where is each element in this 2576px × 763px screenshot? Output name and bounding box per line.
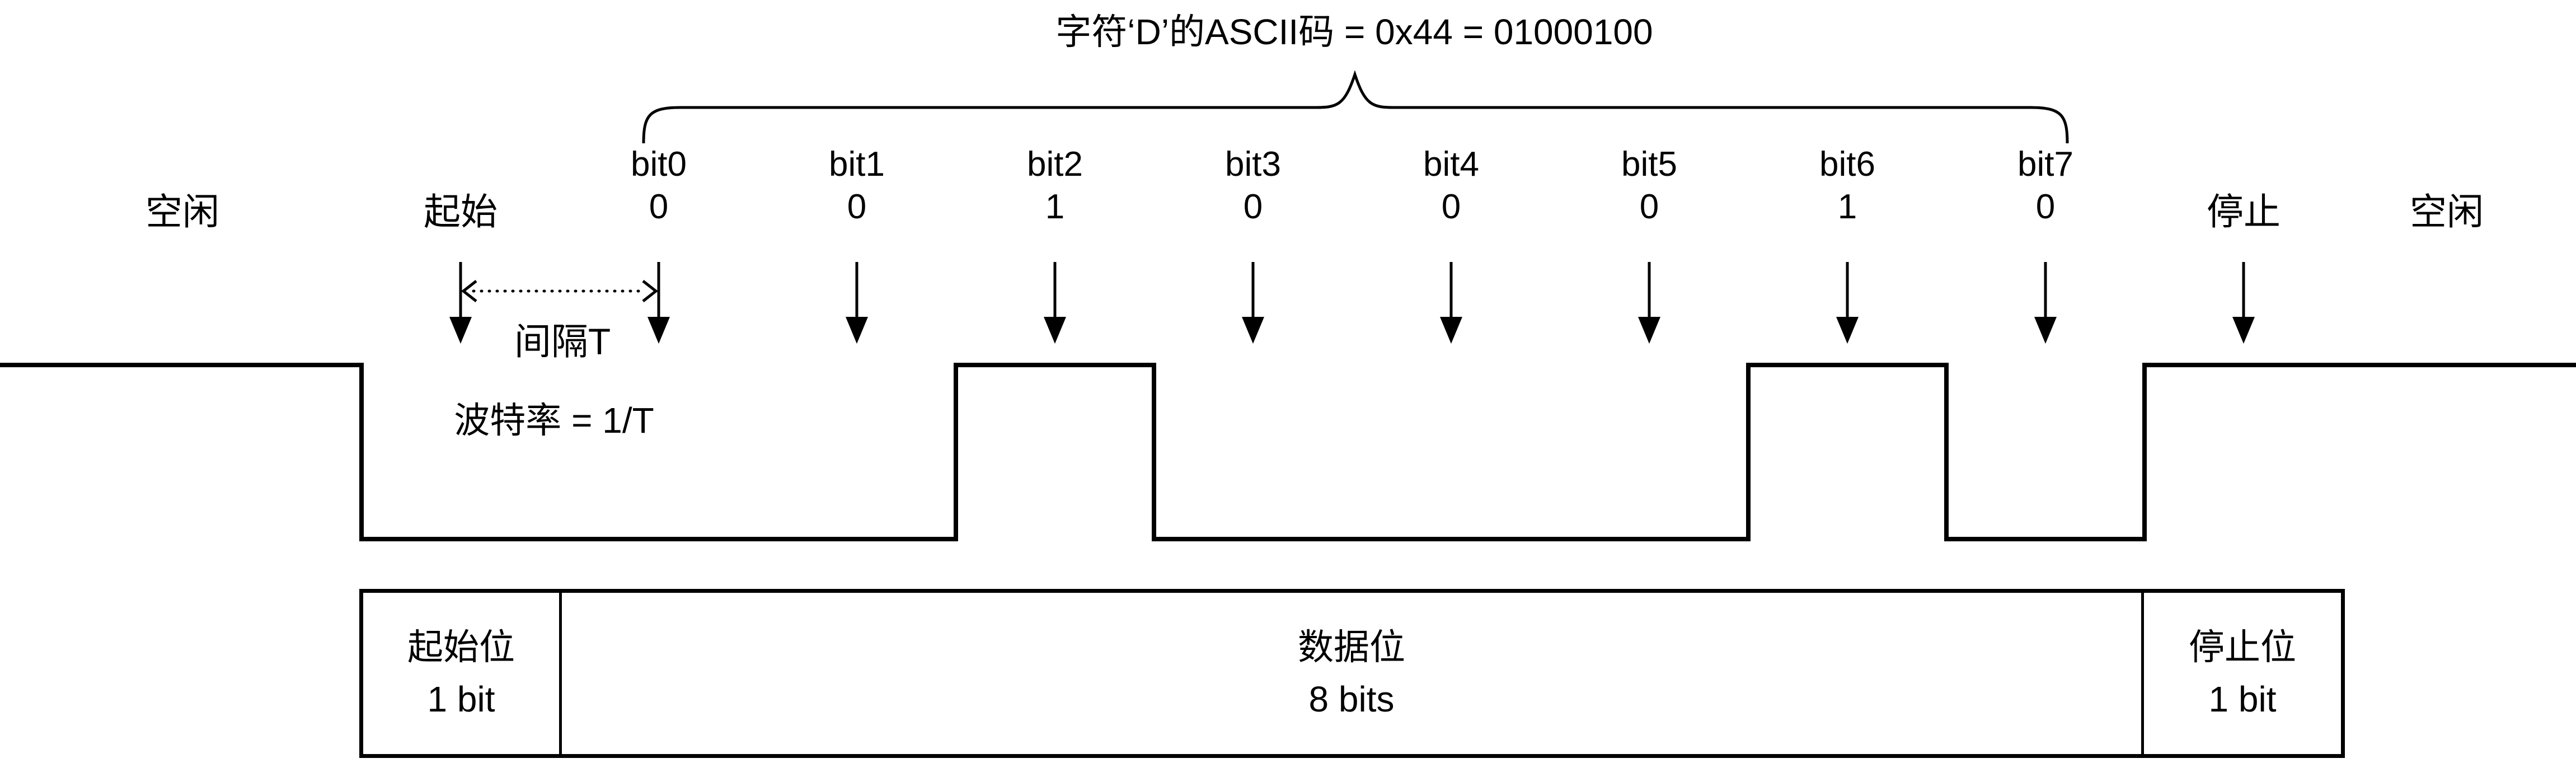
table-cell-stop-bit: 停止位 1 bit (2144, 593, 2341, 754)
bit7-value: 0 (2035, 188, 2056, 226)
table-cell-start-bit: 起始位 1 bit (363, 593, 562, 754)
down-arrow-bit0 (647, 262, 670, 344)
down-arrow-bit4 (1440, 262, 1462, 344)
down-arrow-bit3 (1242, 262, 1264, 344)
bit3-value: 0 (1243, 188, 1263, 226)
stop-bit-name: 停止位 (2189, 626, 2296, 667)
bit5-label: bit5 (1621, 145, 1677, 184)
idle-right-label: 空闲 (2410, 191, 2484, 232)
frame-structure-table: 起始位 1 bit 数据位 8 bits 停止位 1 bit (359, 589, 2345, 758)
bit2-label: bit2 (1027, 145, 1083, 184)
down-arrow-stop (2232, 262, 2255, 344)
down-arrow-bit1 (846, 262, 868, 344)
bit1-label: bit1 (829, 145, 885, 184)
bit3-label: bit3 (1225, 145, 1281, 184)
table-cell-data-bits: 数据位 8 bits (562, 593, 2144, 754)
bit6-value: 1 (1837, 188, 1857, 226)
down-arrow-start (449, 262, 472, 344)
bit6-label: bit6 (1819, 145, 1875, 184)
stop-bit-size: 1 bit (2208, 679, 2277, 719)
interval-label: 间隔T (514, 321, 611, 362)
bit0-label: bit0 (631, 145, 687, 184)
down-arrow-bit7 (2034, 262, 2057, 344)
bit1-value: 0 (847, 188, 867, 226)
data-bits-size: 8 bits (1308, 679, 1395, 719)
uart-waveform (0, 363, 2576, 541)
bit2-value: 1 (1045, 188, 1065, 226)
down-arrow-bit6 (1836, 262, 1859, 344)
start-bit-size: 1 bit (427, 679, 495, 719)
brace-icon (642, 70, 2069, 144)
bit4-label: bit4 (1423, 145, 1479, 184)
down-arrow-bit5 (1638, 262, 1660, 344)
baud-rate-label: 波特率 = 1/T (454, 400, 654, 441)
interval-measure-arrow (461, 280, 659, 302)
diagram-title: 字符‘D’的ASCII码 = 0x44 = 01000100 (1055, 12, 1653, 52)
start-bit-name: 起始位 (407, 626, 515, 667)
bit4-value: 0 (1441, 188, 1461, 226)
down-arrow-bit2 (1044, 262, 1066, 344)
bit5-value: 0 (1639, 188, 1659, 226)
idle-left-label: 空闲 (146, 191, 219, 232)
bit7-label: bit7 (2017, 145, 2073, 184)
data-bits-name: 数据位 (1298, 626, 1405, 667)
stop-label: 停止 (2207, 191, 2281, 232)
start-label: 起始 (424, 191, 498, 232)
bit0-value: 0 (649, 188, 669, 226)
